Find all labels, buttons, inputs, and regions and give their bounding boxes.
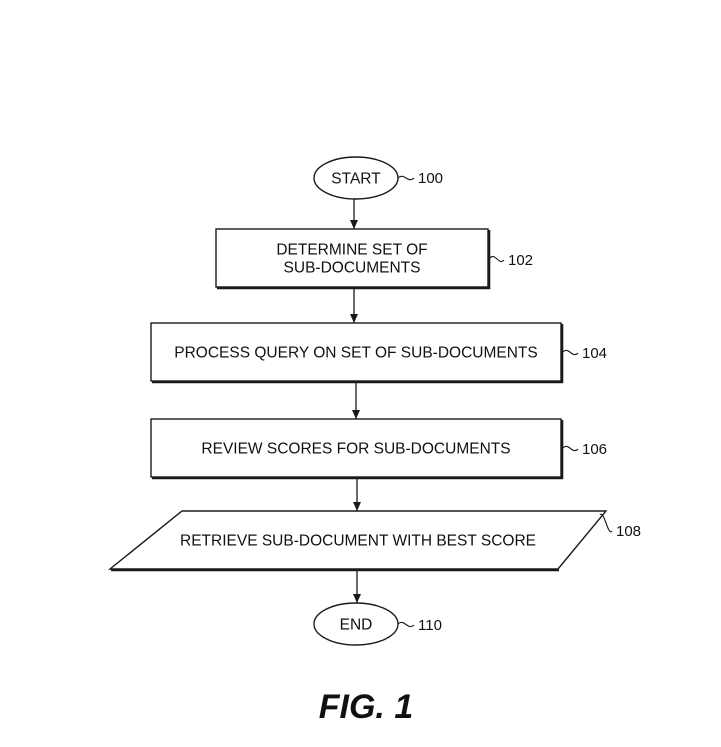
node-start-ref-number: 100 xyxy=(418,170,443,187)
node-retrieve: RETRIEVE SUB-DOCUMENT WITH BEST SCORE 108 xyxy=(108,510,641,572)
node-review-shadow xyxy=(152,420,564,480)
node-determine-label-line: SUB-DOCUMENTS xyxy=(284,260,421,277)
node-process: PROCESS QUERY ON SET OF SUB-DOCUMENTS 104 xyxy=(150,322,607,384)
node-start-leader-line xyxy=(397,175,415,181)
node-determine-box xyxy=(215,228,489,288)
node-retrieve-ref-number: 108 xyxy=(616,523,641,540)
node-end-label-line: END xyxy=(340,617,373,634)
node-retrieve-leader-line xyxy=(599,513,613,533)
node-process-ref-number: 104 xyxy=(582,345,607,362)
node-retrieve-label-line: RETRIEVE SUB-DOCUMENT WITH BEST SCORE xyxy=(180,533,536,550)
node-determine-ref-number: 102 xyxy=(508,252,533,269)
node-process-shadow xyxy=(152,324,564,384)
node-review-leader-line xyxy=(562,445,579,452)
node-end-leader-line xyxy=(397,621,415,628)
node-review-label-line: REVIEW SCORES FOR SUB-DOCUMENTS xyxy=(201,441,510,458)
node-end: END 110 xyxy=(313,602,442,646)
node-determine-leader-line xyxy=(489,256,505,262)
node-end-ref-number: 110 xyxy=(418,617,442,634)
node-review: REVIEW SCORES FOR SUB-DOCUMENTS 106 xyxy=(150,418,607,480)
node-process-leader-line xyxy=(562,349,579,356)
figure-label: FIG. 1 xyxy=(319,688,413,726)
node-determine-shadow xyxy=(217,230,491,290)
node-start: START 100 xyxy=(313,156,443,200)
node-determine-label-line: DETERMINE SET OF xyxy=(276,242,427,259)
node-review-ref-number: 106 xyxy=(582,441,607,458)
node-start-label-line: START xyxy=(331,171,381,188)
edges-layer xyxy=(350,199,361,603)
node-process-label-line: PROCESS QUERY ON SET OF SUB-DOCUMENTS xyxy=(174,345,537,362)
